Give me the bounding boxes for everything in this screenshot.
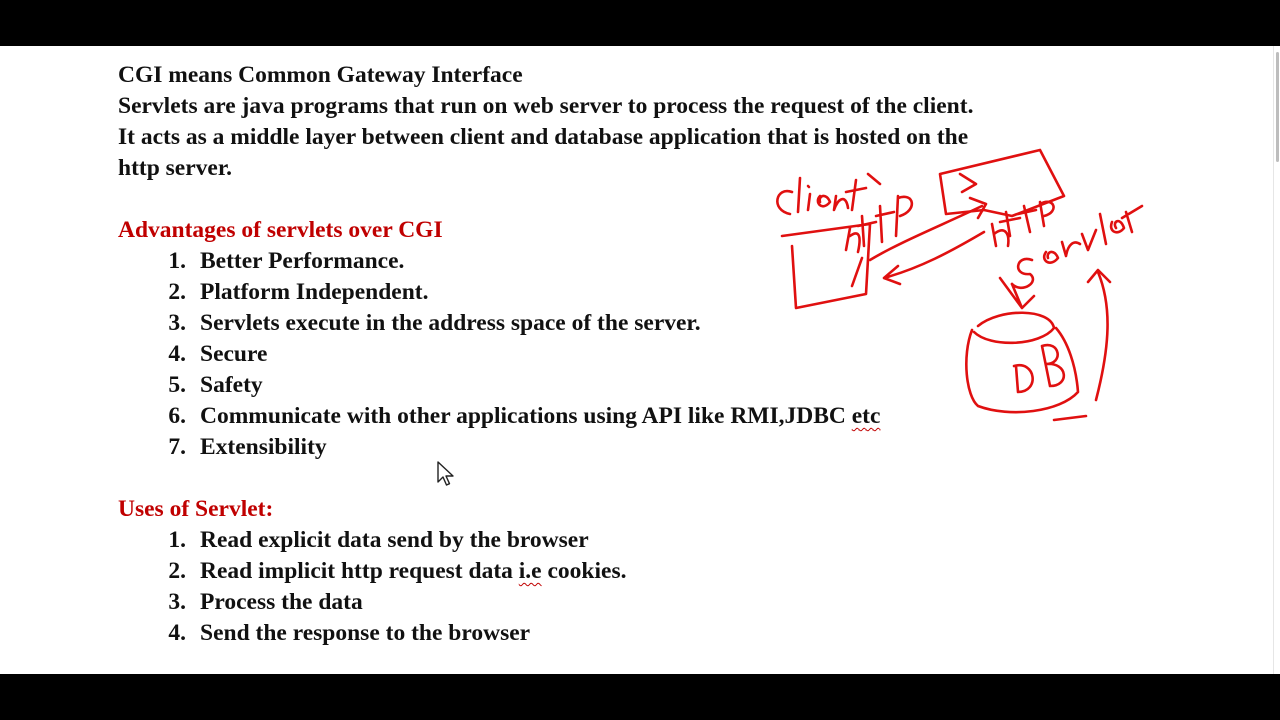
list-number: 5.	[168, 372, 186, 398]
response-arrow-ink	[850, 230, 986, 288]
vertical-scrollbar[interactable]	[1273, 46, 1280, 674]
list-number: 3.	[168, 310, 186, 336]
document-page: CGI means Common Gateway Interface Servl…	[0, 46, 1280, 674]
list-text: Read implicit http request data	[200, 558, 519, 584]
list-text: cookies.	[541, 558, 627, 584]
db-return-arrow-ink	[1086, 268, 1112, 402]
list-text: Better Performance.	[200, 248, 405, 274]
list-item: 1. Read explicit data send by the browser	[118, 525, 1178, 556]
list-text: Read explicit data send by the browser	[200, 527, 589, 553]
intro-line-1: CGI means Common Gateway Interface	[118, 62, 523, 88]
uses-list: 1. Read explicit data send by the browser…	[118, 525, 1178, 649]
list-number: 7.	[168, 434, 186, 460]
list-text: Platform Independent.	[200, 279, 429, 305]
server-arrow-ink	[958, 172, 978, 194]
list-item: 6. Communicate with other applications us…	[118, 401, 1178, 432]
intro-line-3: It acts as a middle layer between client…	[118, 124, 969, 150]
advantages-heading: Advantages of servlets over CGI	[118, 217, 443, 243]
list-item: 4. Send the response to the browser	[118, 618, 1178, 649]
mouse-pointer-icon	[437, 461, 454, 486]
list-number: 1.	[168, 248, 186, 274]
list-number: 2.	[168, 279, 186, 305]
client-label-ink	[776, 172, 882, 216]
list-item: 1. Better Performance.	[118, 246, 1178, 277]
list-text: Secure	[200, 341, 268, 367]
list-text: Safety	[200, 372, 263, 398]
list-text: Process the data	[200, 589, 363, 615]
list-text: Servlets execute in the address space of…	[200, 310, 701, 336]
intro-line-2: Servlets are java programs that run on w…	[118, 93, 974, 119]
list-text: Send the response to the browser	[200, 620, 531, 646]
list-text: Extensibility	[200, 434, 327, 460]
server-box-ink	[938, 148, 1066, 218]
scrollbar-thumb[interactable]	[1276, 52, 1279, 162]
db-label-ink	[1012, 343, 1066, 394]
db-underline-ink	[1052, 414, 1088, 422]
list-number: 6.	[168, 403, 186, 429]
db-arrow-ink	[998, 276, 1036, 310]
http-label-2-ink	[990, 200, 1055, 248]
handwritten-annotation	[776, 148, 1144, 422]
request-arrow-ink	[868, 196, 988, 262]
servlet-label-ink	[1010, 204, 1144, 290]
list-number: 4.	[168, 620, 186, 646]
spellcheck-word: etc	[851, 403, 881, 429]
advantages-list: 1. Better Performance. 2. Platform Indepen…	[118, 246, 1178, 463]
list-item: 3. Process the data	[118, 587, 1178, 618]
uses-heading: Uses of Servlet:	[118, 496, 274, 522]
http-label-ink	[844, 194, 914, 254]
document-body: CGI means Common Gateway Interface Servl…	[118, 60, 1178, 649]
list-item: 3. Servlets execute in the address space …	[118, 308, 1178, 339]
list-number: 1.	[168, 527, 186, 553]
client-box-ink	[780, 222, 872, 310]
list-number: 3.	[168, 589, 186, 615]
spellcheck-word: i.e	[518, 558, 542, 584]
list-item: 2. Platform Independent.	[118, 277, 1178, 308]
list-number: 2.	[168, 558, 186, 584]
list-number: 4.	[168, 341, 186, 367]
list-item: 7. Extensibility	[118, 432, 1178, 463]
list-item: 2. Read implicit http request data i.e co…	[118, 556, 1178, 587]
list-item: 4. Secure	[118, 339, 1178, 370]
intro-line-4: http server.	[118, 155, 233, 181]
list-text: Communicate with other applications usin…	[200, 403, 852, 429]
db-cylinder-ink	[965, 311, 1080, 414]
list-item: 5. Safety	[118, 370, 1178, 401]
